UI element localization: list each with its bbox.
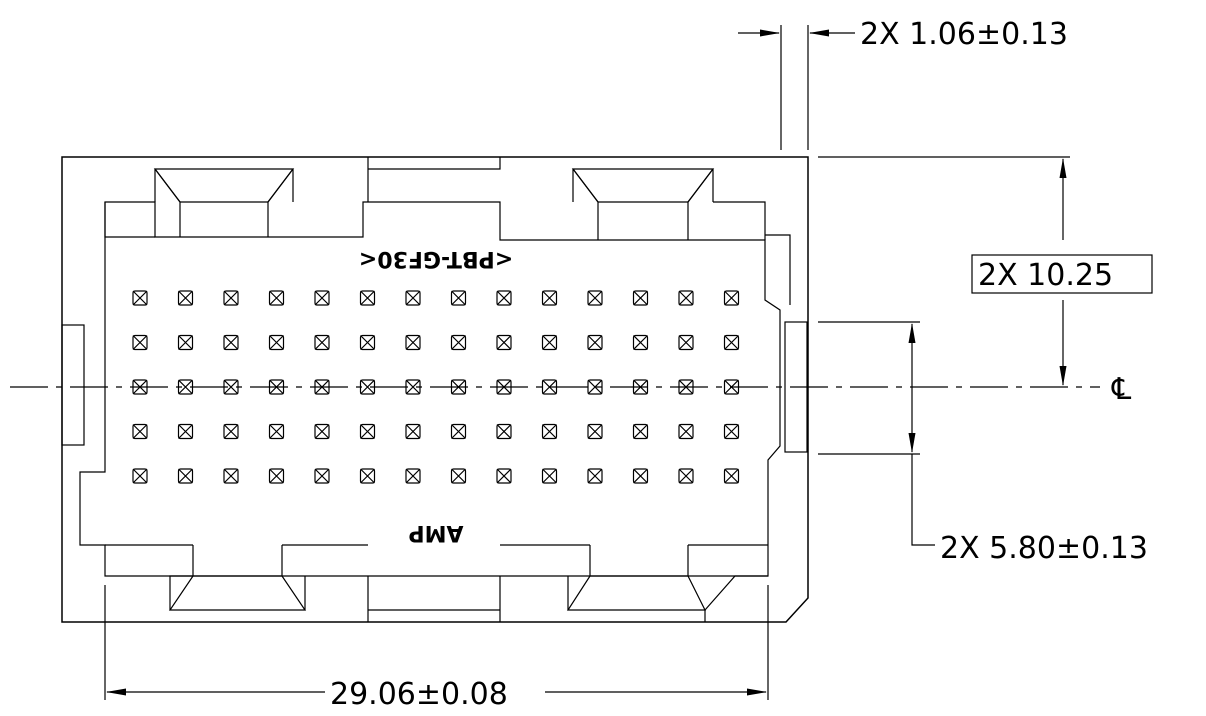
pin-cavity (177, 334, 194, 351)
pin-cavity (678, 334, 694, 351)
dim-top-gap: 2X 1.06±0.13 (738, 17, 1068, 150)
pin-cavity (359, 468, 376, 484)
pin-cavity (723, 468, 740, 484)
pin-cavity (359, 290, 376, 306)
pin-cavity (405, 290, 421, 306)
pin-cavity (223, 334, 239, 351)
pin-cavity (450, 423, 467, 440)
bottom-recess (367, 576, 501, 622)
pin-cavity (723, 334, 740, 351)
pin-cavity (496, 334, 512, 351)
pin-cavity (587, 423, 603, 440)
pin-cavity (359, 334, 376, 351)
bottom-latch-right (566, 545, 768, 622)
top-notches (104, 201, 791, 305)
pin-cavity (268, 290, 285, 306)
pin-cavity (723, 423, 740, 440)
pin-cavity (587, 290, 603, 306)
pin-cavity (268, 423, 285, 440)
pin-cavity (223, 423, 239, 440)
pin-cavity (268, 334, 285, 351)
dim-inner-height: 2X 5.80±0.13 (818, 321, 1148, 566)
top-latch-left (153, 168, 295, 237)
pin-cavity (177, 423, 194, 440)
pin-cavity (678, 423, 694, 440)
pin-cavity (587, 468, 603, 484)
pin-cavity (405, 423, 421, 440)
pin-cavity (314, 334, 330, 351)
pin-cavity (223, 290, 239, 306)
bottom-latch-left (168, 545, 307, 611)
pin-cavity (405, 468, 421, 484)
pin-cavity (632, 423, 649, 440)
pin-cavity (678, 468, 694, 484)
pin-cavity (132, 334, 148, 351)
pin-cavity (496, 423, 512, 440)
top-latch-right (571, 168, 715, 240)
pin-cavity (268, 468, 285, 484)
pin-cavity (632, 334, 649, 351)
pin-cavity (314, 468, 330, 484)
pin-cavity (450, 334, 467, 351)
pin-cavity (541, 468, 558, 484)
pin-cavity (496, 290, 512, 306)
pin-cavity (587, 334, 603, 351)
pin-cavity (723, 290, 740, 306)
centerline-symbol: ℄ (1111, 372, 1131, 407)
brand-marking: AMP (408, 520, 463, 545)
pin-cavity (314, 423, 330, 440)
pin-cavity (359, 423, 376, 440)
part-marking: <PBT-GF30< (359, 246, 513, 271)
pin-cavity (132, 423, 148, 440)
pin-cavity (541, 334, 558, 351)
left-side-key (61, 324, 85, 446)
pin-cavity (450, 468, 467, 484)
inner-cavity-outline (79, 201, 781, 577)
pin-cavity (223, 468, 239, 484)
pin-cavity (541, 290, 558, 306)
pin-cavity (405, 334, 421, 351)
pin-cavity (496, 468, 512, 484)
svg-text:2X 5.80±0.13: 2X 5.80±0.13 (940, 531, 1148, 566)
pin-cavity (132, 290, 148, 306)
svg-text:2X 10.25: 2X 10.25 (978, 258, 1113, 293)
pin-cavity (450, 290, 467, 306)
pin-cavity (678, 290, 694, 306)
top-recess (367, 157, 501, 202)
pin-cavity (541, 423, 558, 440)
svg-text:29.06±0.08: 29.06±0.08 (330, 677, 508, 712)
pin-cavity (177, 468, 194, 484)
pin-cavity (632, 290, 649, 306)
svg-text:2X 1.06±0.13: 2X 1.06±0.13 (860, 17, 1068, 52)
dim-height: 2X 10.25 (818, 156, 1153, 386)
pin-cavity (132, 468, 148, 484)
dim-width: 29.06±0.08 (104, 585, 769, 712)
pin-cavity (632, 468, 649, 484)
pin-cavity (314, 290, 330, 306)
housing-outline (61, 156, 809, 623)
pin-cavity (177, 290, 194, 306)
